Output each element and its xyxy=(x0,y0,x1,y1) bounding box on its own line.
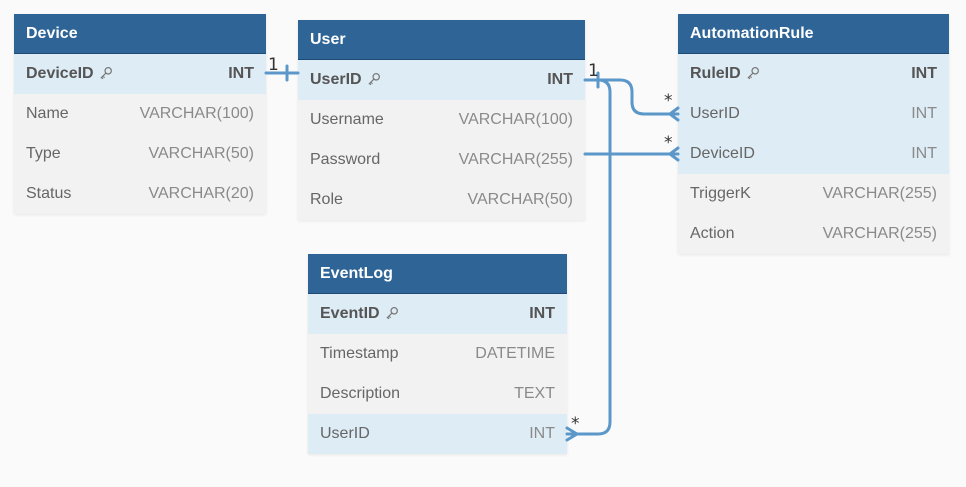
key-icon xyxy=(99,66,115,82)
table-eventlog-title[interactable]: EventLog xyxy=(308,254,567,294)
column-row[interactable]: Status VARCHAR(20) xyxy=(14,174,266,214)
crowfoot-rule-userid xyxy=(668,106,680,122)
column-type: VARCHAR(50) xyxy=(467,191,574,208)
column-row[interactable]: RuleID INT xyxy=(678,54,949,94)
column-row[interactable]: Action VARCHAR(255) xyxy=(678,214,949,254)
column-type: VARCHAR(255) xyxy=(822,185,937,202)
card-device-user-one: 1 xyxy=(268,55,279,75)
column-name-cell: Timestamp xyxy=(320,345,399,363)
column-name: DeviceID xyxy=(690,145,755,162)
column-name-cell: UserID xyxy=(310,71,383,89)
column-name-cell: UserID xyxy=(320,425,370,443)
column-name: Timestamp xyxy=(320,345,399,362)
crowfoot-rule-deviceid xyxy=(668,146,680,162)
column-type: VARCHAR(50) xyxy=(148,145,255,162)
column-row[interactable]: Name VARCHAR(100) xyxy=(14,94,266,134)
key-icon xyxy=(367,72,383,88)
column-row[interactable]: Description TEXT xyxy=(308,374,567,414)
table-automationrule-title[interactable]: AutomationRule xyxy=(678,14,949,54)
column-row[interactable]: EventID INT xyxy=(308,294,567,334)
column-type: DATETIME xyxy=(475,345,555,362)
card-user-one: 1 xyxy=(588,61,599,81)
column-name-cell: TriggerK xyxy=(690,185,751,203)
column-row[interactable]: UserID INT xyxy=(678,94,949,134)
card-eventlog-user-many: * xyxy=(571,414,580,434)
column-name-cell: Name xyxy=(26,105,69,123)
column-type: INT xyxy=(529,305,555,322)
column-row[interactable]: UserID INT xyxy=(298,60,585,100)
column-row[interactable]: Timestamp DATETIME xyxy=(308,334,567,374)
column-name-cell: Type xyxy=(26,145,61,163)
column-name: UserID xyxy=(310,71,362,88)
column-row[interactable]: DeviceID INT xyxy=(678,134,949,174)
column-name: RuleID xyxy=(690,65,741,82)
column-type: INT xyxy=(911,65,937,82)
key-icon xyxy=(746,66,762,82)
column-name: Name xyxy=(26,105,69,122)
column-name-cell: DeviceID xyxy=(690,145,755,163)
column-row[interactable]: Type VARCHAR(50) xyxy=(14,134,266,174)
column-name: DeviceID xyxy=(26,65,94,82)
column-type: VARCHAR(100) xyxy=(458,111,573,128)
column-row[interactable]: Role VARCHAR(50) xyxy=(298,180,585,220)
column-type: TEXT xyxy=(514,385,555,402)
column-type: VARCHAR(255) xyxy=(822,225,937,242)
column-name: UserID xyxy=(690,105,740,122)
column-type: VARCHAR(255) xyxy=(458,151,573,168)
column-name: Description xyxy=(320,385,401,402)
link-user-rule-userid xyxy=(583,78,680,116)
column-name: Role xyxy=(310,191,343,208)
column-name: Action xyxy=(690,225,735,242)
column-name: Type xyxy=(26,145,61,162)
column-name-cell: RuleID xyxy=(690,65,762,83)
crowfoot-eventlog-userid xyxy=(565,426,579,442)
column-name-cell: DeviceID xyxy=(26,65,115,83)
card-rule-user-many: * xyxy=(664,91,673,111)
card-rule-device-many: * xyxy=(664,133,673,153)
column-type: INT xyxy=(529,425,555,442)
column-type: VARCHAR(100) xyxy=(139,105,254,122)
column-type: VARCHAR(20) xyxy=(148,185,255,202)
column-row[interactable]: DeviceID INT xyxy=(14,54,266,94)
column-row[interactable]: Password VARCHAR(255) xyxy=(298,140,585,180)
table-user-title[interactable]: User xyxy=(298,20,585,60)
table-device-title[interactable]: Device xyxy=(14,14,266,54)
column-name-cell: UserID xyxy=(690,105,740,123)
key-icon xyxy=(385,306,401,322)
column-name-cell: Action xyxy=(690,225,734,243)
column-name: TriggerK xyxy=(690,185,751,202)
column-name-cell: Password xyxy=(310,151,380,169)
column-name-cell: EventID xyxy=(320,305,401,323)
column-name: Password xyxy=(310,151,381,168)
column-name: Status xyxy=(26,185,72,202)
column-type: INT xyxy=(911,105,937,122)
column-name-cell: Status xyxy=(26,185,71,203)
column-row[interactable]: UserID INT xyxy=(308,414,567,454)
column-name-cell: Description xyxy=(320,385,400,403)
column-name-cell: Role xyxy=(310,191,343,209)
column-name: Username xyxy=(310,111,384,128)
column-type: INT xyxy=(911,145,937,162)
column-row[interactable]: TriggerK VARCHAR(255) xyxy=(678,174,949,214)
column-row[interactable]: Username VARCHAR(100) xyxy=(298,100,585,140)
column-name: EventID xyxy=(320,305,380,322)
column-type: INT xyxy=(228,65,254,82)
column-name-cell: Username xyxy=(310,111,384,129)
column-type: INT xyxy=(547,71,573,88)
column-name: UserID xyxy=(320,425,370,442)
